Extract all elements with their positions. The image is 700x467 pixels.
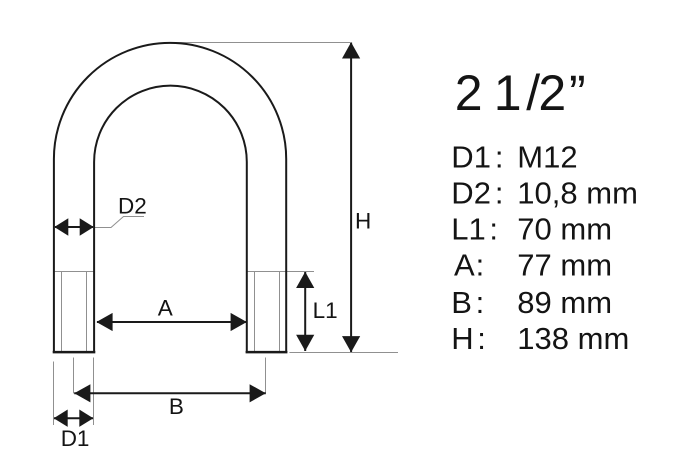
svg-text:L1: L1: [313, 298, 338, 323]
svg-text:L1:: L1:: [451, 212, 498, 247]
svg-text:A: A: [158, 296, 173, 321]
svg-text:D2:: D2:: [451, 175, 503, 210]
svg-text:H:: H:: [451, 321, 486, 356]
svg-text:D2: D2: [118, 194, 147, 219]
svg-text:M12: M12: [517, 139, 577, 174]
svg-text:D1:: D1:: [451, 139, 503, 174]
svg-text:2 1/2”: 2 1/2”: [455, 65, 586, 121]
svg-text:B: B: [169, 394, 184, 419]
svg-text:138 mm: 138 mm: [517, 321, 629, 356]
svg-text:70 mm: 70 mm: [517, 212, 612, 247]
svg-text:77 mm: 77 mm: [517, 248, 612, 283]
svg-text:D1: D1: [61, 426, 90, 451]
svg-text:10,8 mm: 10,8 mm: [517, 175, 638, 210]
svg-text:B:: B:: [451, 285, 484, 320]
svg-text:A:: A:: [454, 248, 484, 283]
svg-text:89 mm: 89 mm: [517, 285, 612, 320]
svg-text:H: H: [355, 208, 371, 233]
